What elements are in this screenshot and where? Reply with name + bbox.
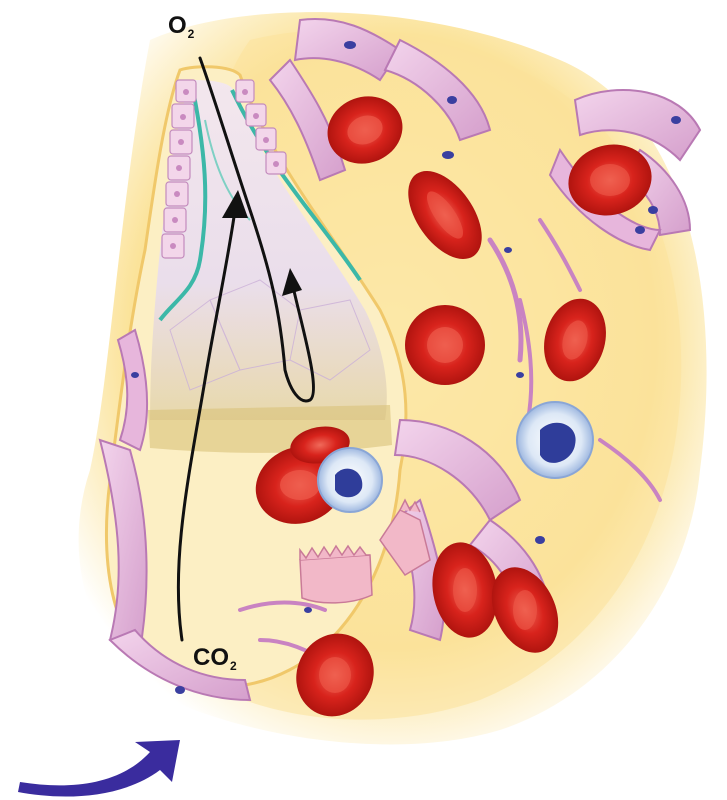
oxygen-label-subscript: 2 — [188, 27, 195, 41]
carbon-dioxide-label: CO2 — [193, 646, 237, 672]
curved-flow-arrow-icon — [18, 740, 180, 797]
oxygen-label: O2 — [168, 14, 194, 40]
carbon-dioxide-label-subscript: 2 — [230, 659, 237, 673]
oxygen-label-main: O — [168, 12, 187, 39]
carbon-dioxide-label-main: CO — [193, 644, 229, 671]
